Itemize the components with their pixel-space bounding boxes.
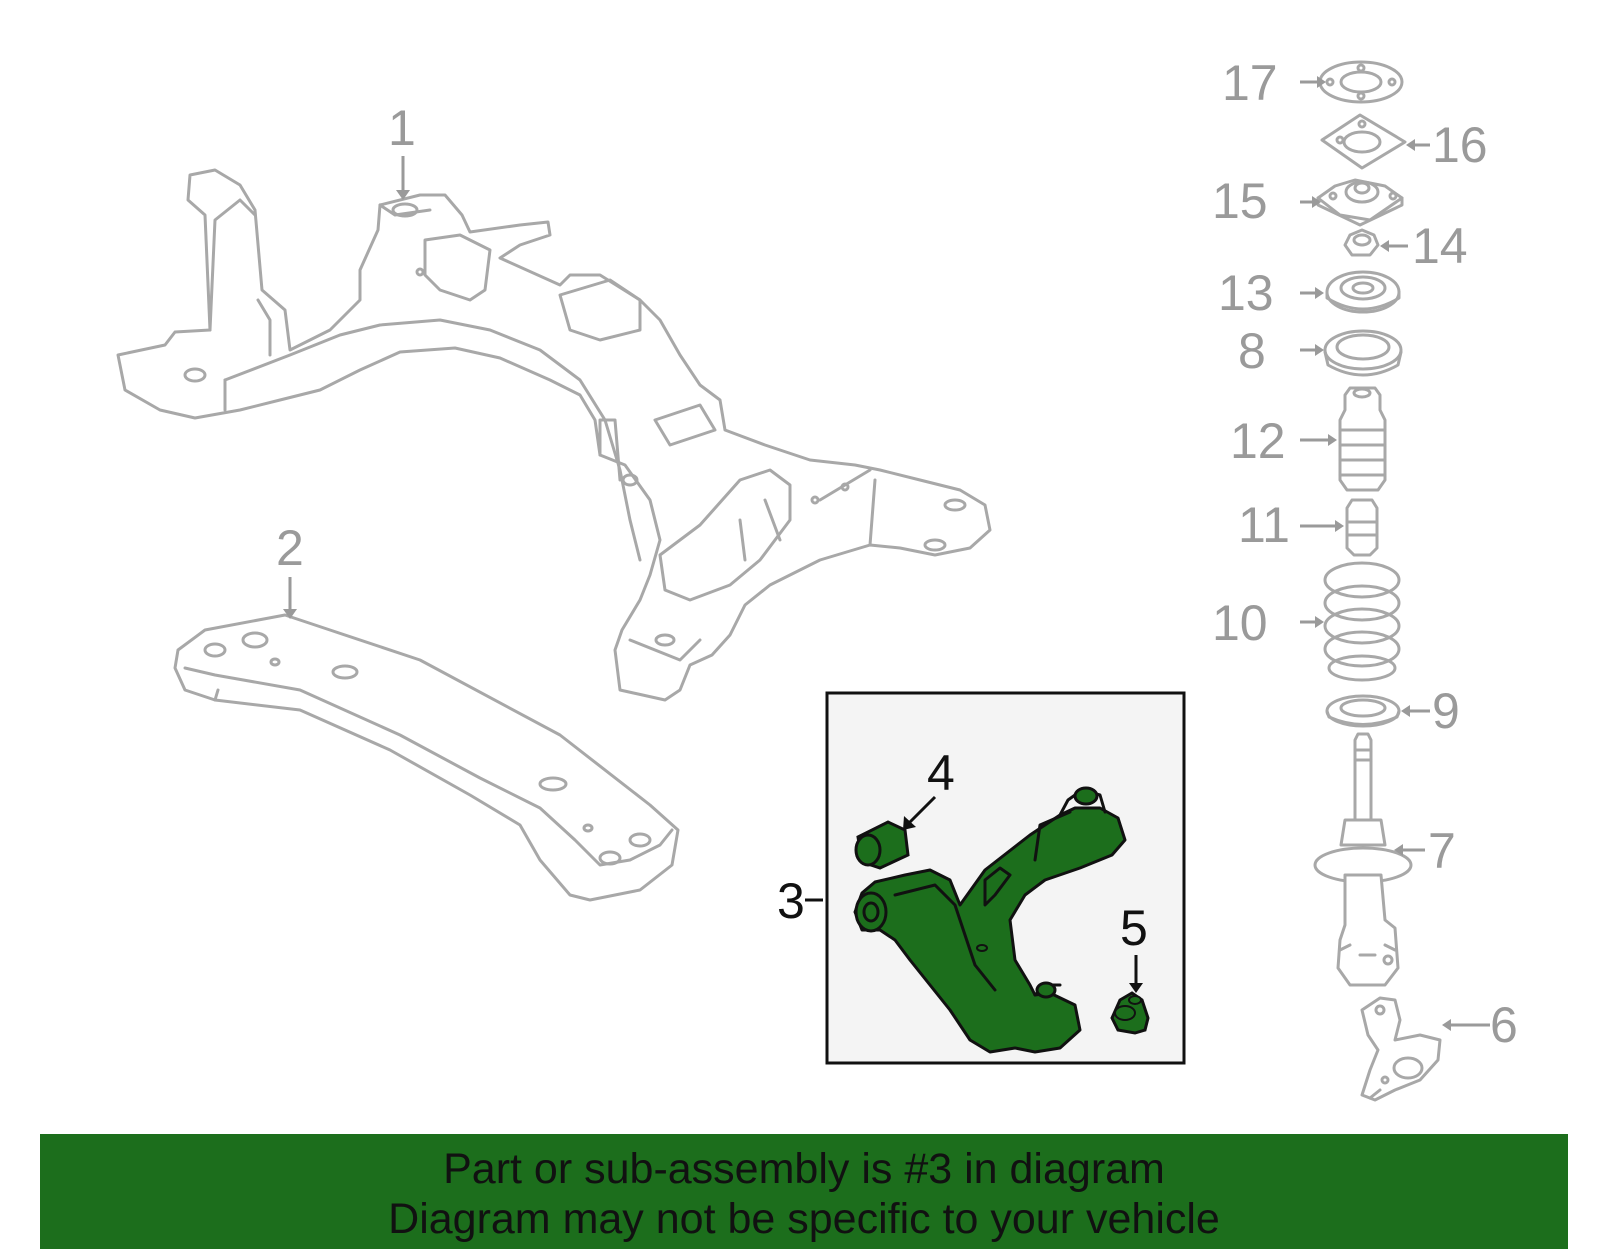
part-8-spring-seat[interactable] [1323, 329, 1403, 377]
callout-4: 4 [927, 745, 955, 801]
part-1-subframe[interactable] [116, 168, 992, 702]
callout-8: 8 [1238, 323, 1266, 379]
banner-line-1: Part or sub-assembly is #3 in diagram [443, 1145, 1165, 1193]
callout-5: 5 [1120, 900, 1148, 956]
part-5-ball-joint-boot[interactable] [1110, 991, 1150, 1035]
callout-14: 14 [1412, 218, 1468, 274]
part-12-dust-boot[interactable] [1338, 386, 1387, 492]
part-13-bearing[interactable] [1325, 270, 1401, 314]
part-6-knuckle[interactable] [1360, 996, 1442, 1102]
part-4-bushing[interactable] [854, 820, 910, 870]
callout-1: 1 [388, 100, 416, 156]
callout-6: 6 [1490, 997, 1518, 1053]
callout-11: 11 [1238, 497, 1290, 553]
callout-2: 2 [276, 520, 304, 576]
part-17-gasket[interactable] [1318, 60, 1404, 104]
part-16-mount-plate[interactable] [1320, 113, 1407, 170]
callout-9: 9 [1432, 683, 1460, 739]
part-7-strut[interactable] [1313, 732, 1413, 987]
callout-16: 16 [1432, 117, 1488, 173]
info-banner: Part or sub-assembly is #3 in diagram Di… [40, 1134, 1568, 1249]
leader-lines [283, 76, 1490, 1031]
callout-7: 7 [1428, 823, 1456, 879]
part-14-nut[interactable] [1343, 228, 1380, 257]
part-15-strut-mount[interactable] [1316, 178, 1404, 227]
callout-3: 3 [777, 873, 805, 929]
callout-10: 10 [1212, 595, 1268, 651]
part-9-lower-spring-seat[interactable] [1325, 694, 1401, 728]
part-11-bump-stop[interactable] [1345, 498, 1379, 557]
callout-13: 13 [1218, 265, 1274, 321]
callout-17: 17 [1222, 55, 1278, 111]
part-3-control-arm[interactable] [853, 786, 1127, 1054]
banner-line-2: Diagram may not be specific to your vehi… [388, 1195, 1220, 1243]
part-2-support-bar[interactable] [173, 613, 680, 902]
part-10-coil-spring[interactable] [1323, 561, 1401, 682]
callout-12: 12 [1230, 413, 1286, 469]
callout-15: 15 [1212, 173, 1268, 229]
